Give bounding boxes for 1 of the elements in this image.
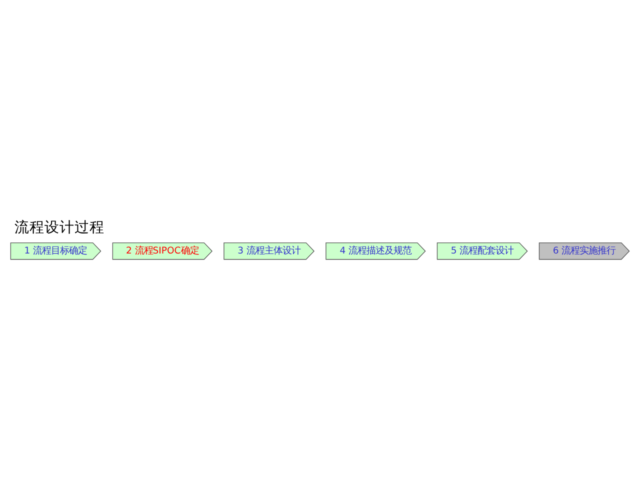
diagram-title: 流程设计过程 [14,218,104,236]
